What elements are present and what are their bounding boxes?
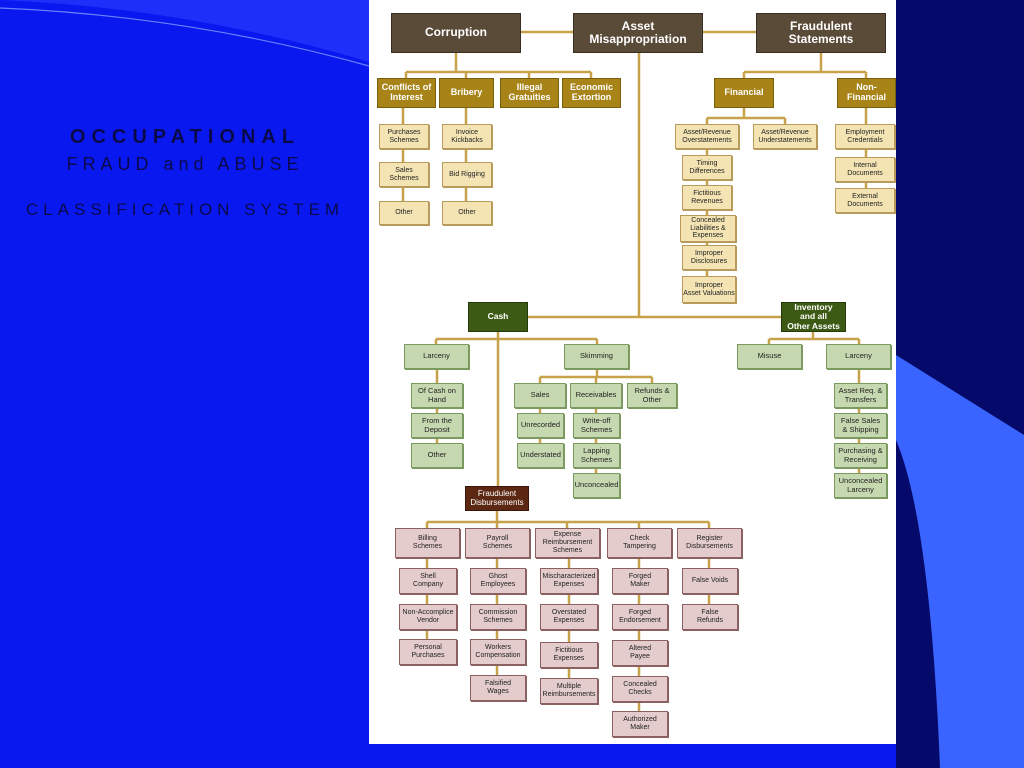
node-unconcealed-r: Unconcealed	[573, 473, 620, 498]
node-from-deposit: From the Deposit	[411, 413, 463, 438]
node-commission: Commission Schemes	[470, 604, 526, 630]
node-illegal: Illegal Gratuities	[500, 78, 559, 108]
node-falsified: Falsified Wages	[470, 675, 526, 701]
node-forged-endorsement: Forged Endorsement	[612, 604, 668, 630]
node-concealed: Concealed Liabilities & Expenses	[680, 215, 736, 242]
node-payroll: Payroll Schemes	[465, 528, 530, 558]
node-nonaccomplice: Non-Accomplice Vendor	[399, 604, 457, 630]
node-overstated-exp: Overstated Expenses	[540, 604, 598, 630]
node-refunds: Refunds & Other	[627, 383, 677, 408]
node-personal: Personal Purchases	[399, 639, 457, 665]
node-financial: Financial	[714, 78, 774, 108]
node-writeoff: Write-off Schemes	[573, 413, 620, 438]
slide-subtitle: FRAUD and ABUSE	[66, 154, 304, 174]
node-fraudulent: Fraudulent Statements	[756, 13, 886, 53]
node-multiple: Multiple Reimbursements	[540, 678, 598, 704]
connector-lines	[401, 30, 868, 711]
node-external: External Documents	[835, 188, 895, 213]
node-corruption: Corruption	[391, 13, 521, 53]
node-conflicts: Conflicts of Interest	[377, 78, 436, 108]
node-fictitious-rev: Fictitious Revenues	[682, 185, 732, 210]
node-receivables: Receivables	[570, 383, 622, 408]
node-unconcealed-l: Unconcealed Larceny	[834, 473, 887, 498]
node-cash-on-hand: Of Cash on Hand	[411, 383, 463, 408]
node-billing: Billing Schemes	[395, 528, 460, 558]
node-unrecorded: Unrecorded	[517, 413, 564, 438]
node-disbursements: Fraudulent Disbursements	[465, 486, 529, 511]
node-false-sales: False Sales & Shipping	[834, 413, 887, 438]
node-register: Register Disbursements	[677, 528, 742, 558]
node-internal: Internal Documents	[835, 157, 895, 182]
node-purchases: Purchases Schemes	[379, 124, 429, 149]
node-check: Check Tampering	[607, 528, 672, 558]
node-larceny-c: Larceny	[404, 344, 469, 369]
node-economic: Economic Extortion	[562, 78, 621, 108]
node-bribery: Bribery	[439, 78, 494, 108]
node-fictitious-exp: Fictitious Expenses	[540, 642, 598, 668]
node-sales: Sales	[514, 383, 566, 408]
node-employment: Employment Credentials	[835, 124, 895, 149]
node-cash: Cash	[468, 302, 528, 332]
node-asset-req: Asset Req. & Transfers	[834, 383, 887, 408]
node-false-refunds: False Refunds	[682, 604, 738, 630]
node-workers: Workers Compensation	[470, 639, 526, 665]
node-sales-schemes: Sales Schemes	[379, 162, 429, 187]
node-larceny-i: Larceny	[826, 344, 891, 369]
node-timing: Timing Differences	[682, 155, 732, 180]
node-false-voids: False Voids	[682, 568, 738, 594]
node-bid: Bid Rigging	[442, 162, 492, 187]
slide-title: OCCUPATIONAL	[69, 126, 301, 148]
node-authorized: Authorized Maker	[612, 711, 668, 737]
node-purch-recv: Purchasing & Receiving	[834, 443, 887, 468]
node-mischaracterized: Mischaracterized Expenses	[540, 568, 598, 594]
node-improper-val: Improper Asset Valuations	[682, 276, 736, 303]
node-other-b: Other	[442, 201, 492, 225]
node-other-l: Other	[411, 443, 463, 468]
node-ghost: Ghost Employees	[470, 568, 526, 594]
node-other-c: Other	[379, 201, 429, 225]
node-altered: Altered Payee	[612, 640, 668, 666]
node-invoice: Invoice Kickbacks	[442, 124, 492, 149]
node-overstatements: Asset/Revenue Overstatements	[675, 124, 739, 149]
node-nonfinancial: Non- Financial	[837, 78, 896, 108]
node-understated: Understated	[517, 443, 564, 468]
node-understatements: Asset/Revenue Understatements	[753, 124, 817, 149]
node-skimming: Skimming	[564, 344, 629, 369]
node-lapping: Lapping Schemes	[573, 443, 620, 468]
node-forged-maker: Forged Maker	[612, 568, 668, 594]
node-misuse: Misuse	[737, 344, 802, 369]
node-concealed-checks: Concealed Checks	[612, 676, 668, 702]
node-improper-disc: Improper Disclosures	[682, 245, 736, 270]
node-shell: Shell Company	[399, 568, 457, 594]
node-asset: Asset Misappropriation	[573, 13, 703, 53]
node-inventory: Inventory and all Other Assets	[781, 302, 846, 332]
slide-subtitle-classification: CLASSIFICATION SYSTEM	[25, 200, 345, 219]
node-expense: Expense Reimbursement Schemes	[535, 528, 600, 558]
